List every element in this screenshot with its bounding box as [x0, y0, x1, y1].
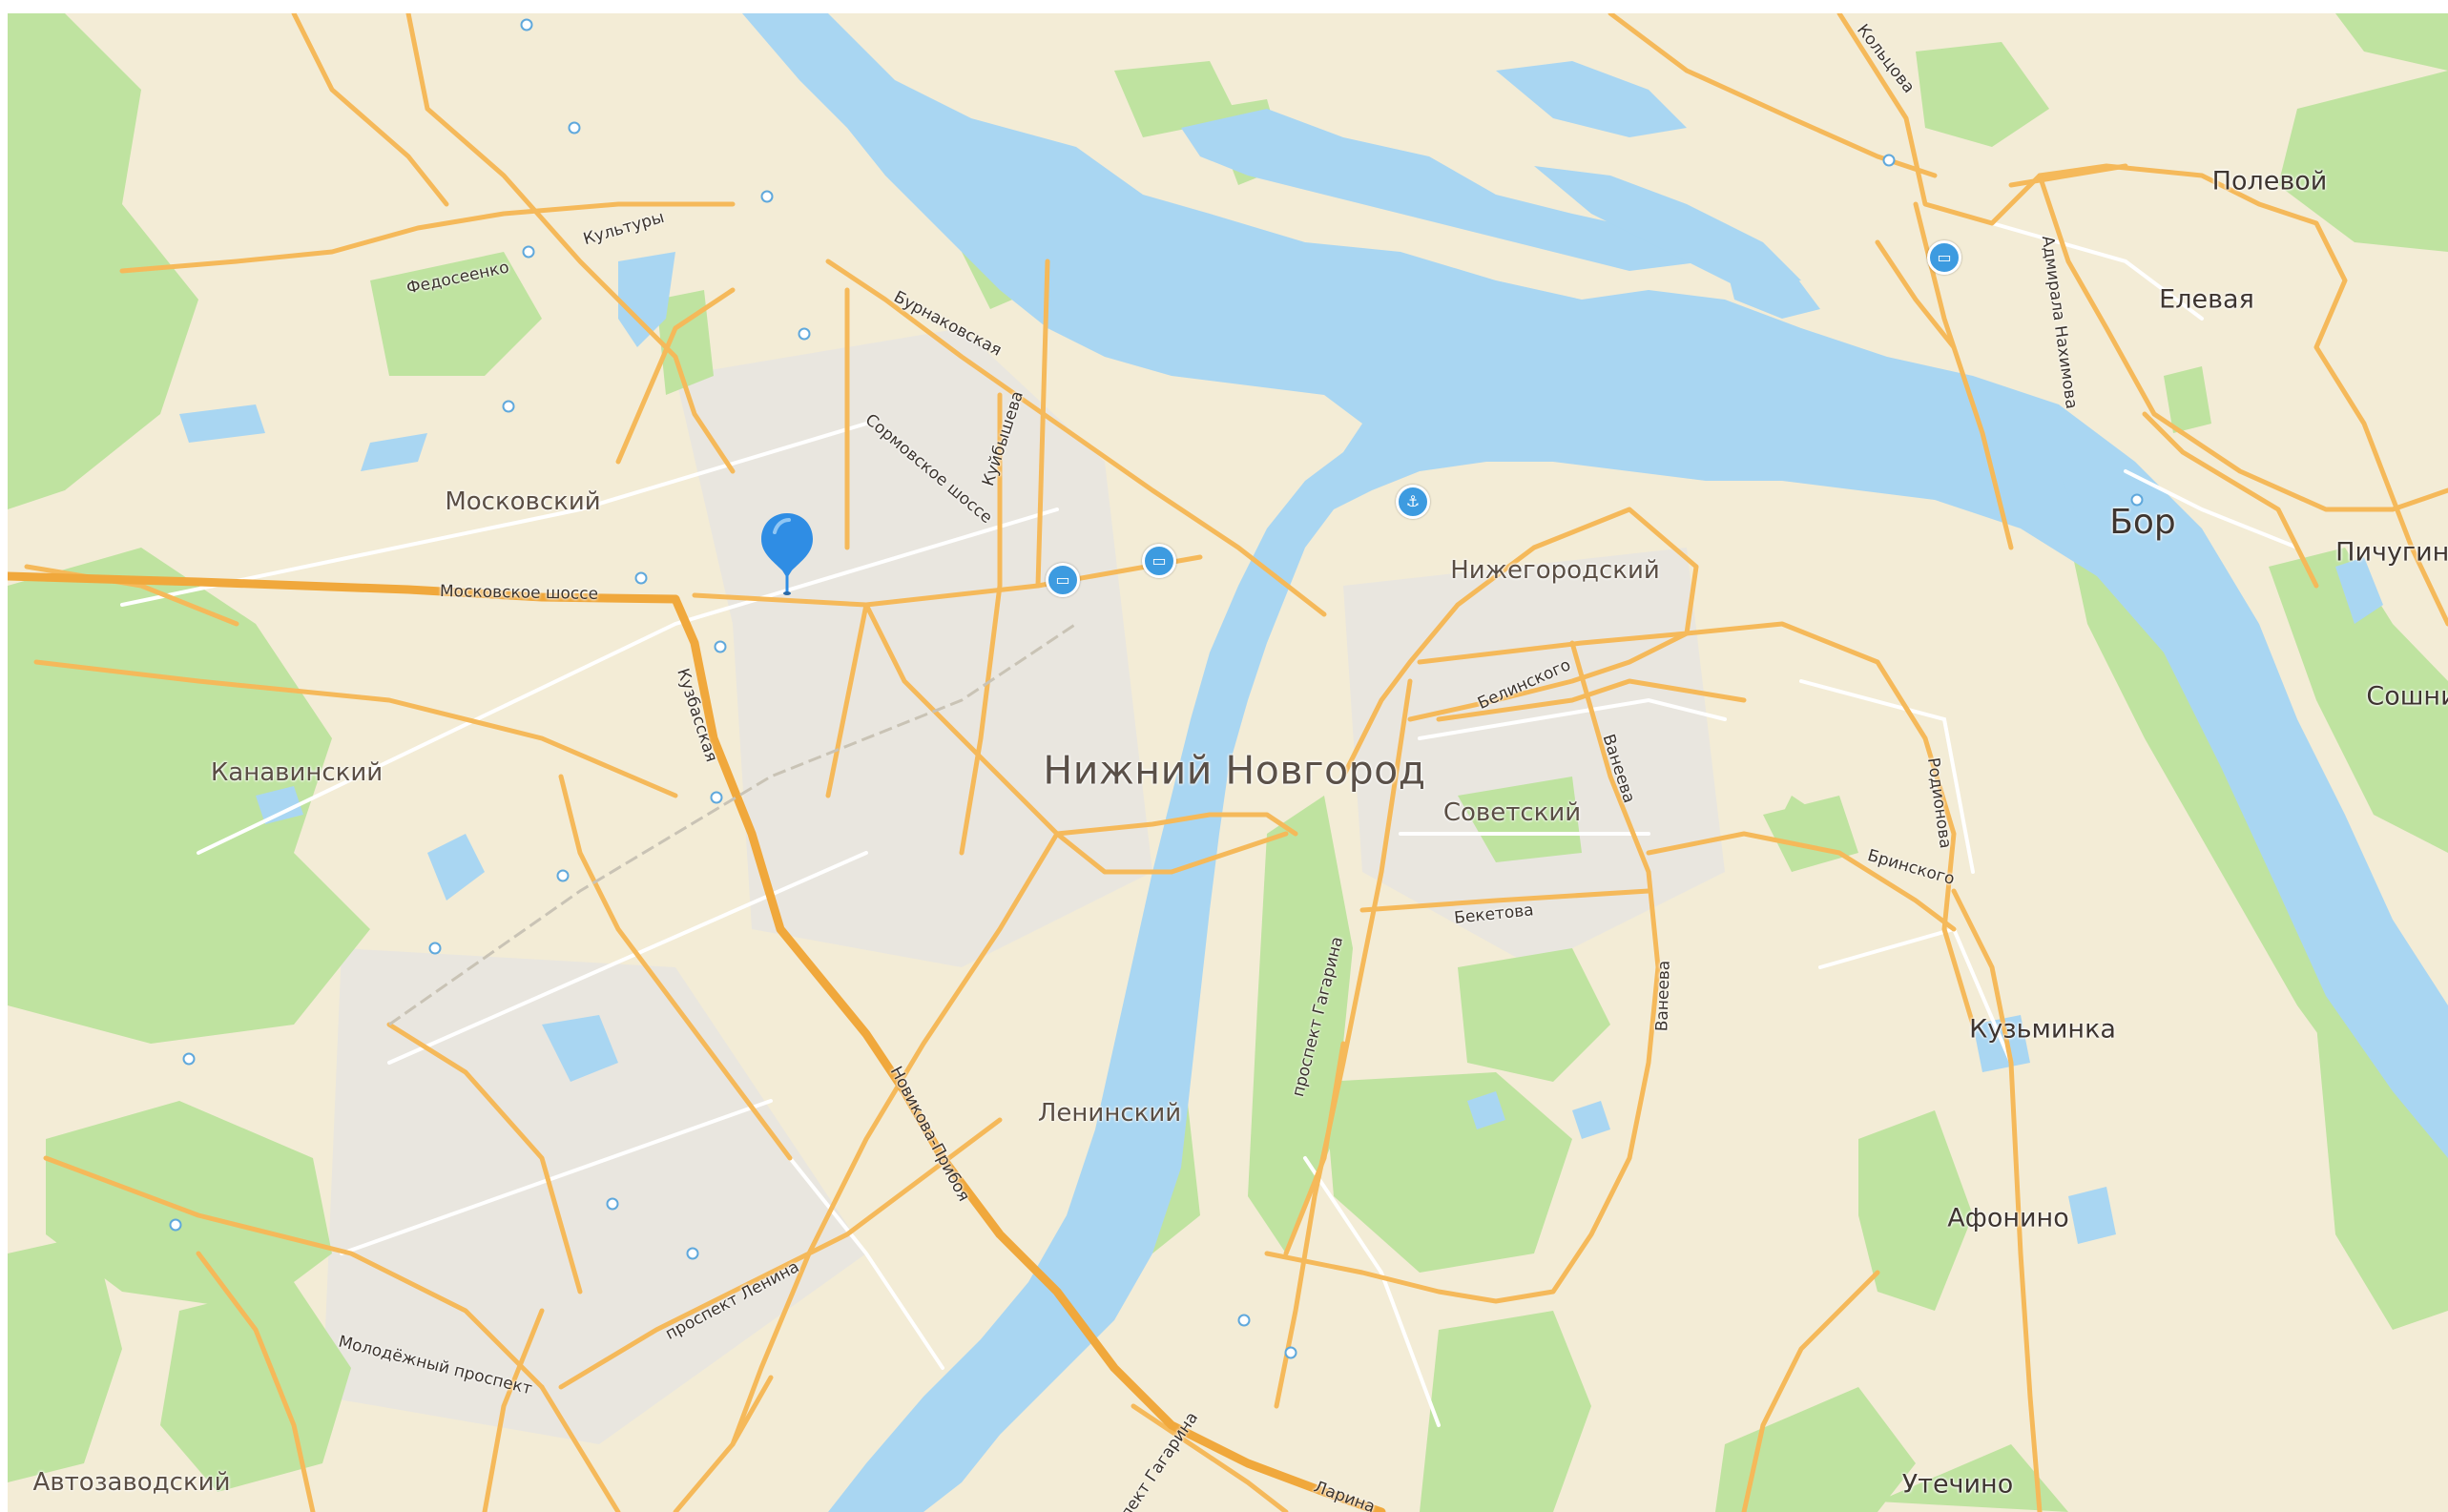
stop-icon[interactable] — [1882, 154, 1896, 167]
stop-icon[interactable] — [2130, 493, 2144, 507]
village-label-polevoy: Полевой — [2211, 166, 2328, 197]
village-label-kuzminka: Кузьминка — [1969, 1014, 2116, 1045]
city-label: Нижний Новгород — [1043, 747, 1426, 794]
minor-roads — [120, 221, 2299, 1427]
district-label-kanavinsky: Канавинский — [210, 758, 384, 787]
roads — [24, 13, 2448, 1512]
street-label-vaneeva-2: Ванеева — [1652, 960, 1674, 1032]
district-label-sovetsky: Советский — [1442, 798, 1582, 827]
major-highways — [8, 571, 1386, 1512]
stop-icon[interactable] — [568, 121, 581, 135]
stop-icon[interactable] — [428, 942, 442, 955]
stop-icon[interactable] — [1284, 1346, 1297, 1359]
district-label-leninsky: Ленинский — [1037, 1099, 1182, 1128]
stop-icon[interactable] — [1237, 1314, 1251, 1327]
district-label-avtozavodsky: Автозаводский — [32, 1468, 231, 1497]
stop-icon[interactable] — [760, 190, 774, 203]
bus-icon[interactable]: ▭ — [1927, 240, 1961, 275]
stop-icon[interactable] — [686, 1247, 699, 1260]
street-label-moskovskoe: Московское шоссе — [439, 582, 599, 604]
bus-icon[interactable]: ▭ — [1142, 544, 1176, 578]
map-viewport[interactable]: Нижний Новгород Бор Московский Канавинск… — [8, 13, 2448, 1512]
stop-icon[interactable] — [182, 1052, 196, 1066]
stop-icon[interactable] — [710, 791, 723, 804]
district-label-nizhegorodsky: Нижегородский — [1450, 556, 1660, 585]
stop-icon[interactable] — [634, 571, 648, 585]
stop-icon[interactable] — [556, 869, 570, 882]
district-label-moskovsky: Московский — [445, 487, 601, 516]
railway — [388, 622, 1077, 1026]
stop-icon[interactable] — [798, 327, 811, 341]
village-label-soshni: Сошни — [2366, 681, 2448, 712]
map-canvas — [8, 13, 2448, 1512]
town-label-bor: Бор — [2109, 503, 2176, 542]
stop-icon[interactable] — [502, 400, 515, 413]
village-label-elevaya: Елевая — [2159, 284, 2254, 315]
stop-icon[interactable] — [169, 1218, 182, 1232]
stop-icon[interactable] — [522, 245, 535, 259]
village-label-afonino: Афонино — [1947, 1203, 2069, 1233]
stop-icon[interactable] — [520, 18, 533, 31]
stop-icon[interactable] — [714, 640, 727, 653]
stop-icon[interactable] — [606, 1197, 619, 1211]
bus-icon[interactable]: ▭ — [1046, 563, 1080, 597]
water-areas — [179, 13, 2448, 1512]
village-label-pichugino: Пичугино — [2335, 537, 2448, 568]
village-label-utechino: Утечино — [1901, 1469, 2014, 1500]
location-pin-icon[interactable] — [757, 511, 817, 599]
anchor-icon[interactable]: ⚓ — [1396, 485, 1430, 519]
